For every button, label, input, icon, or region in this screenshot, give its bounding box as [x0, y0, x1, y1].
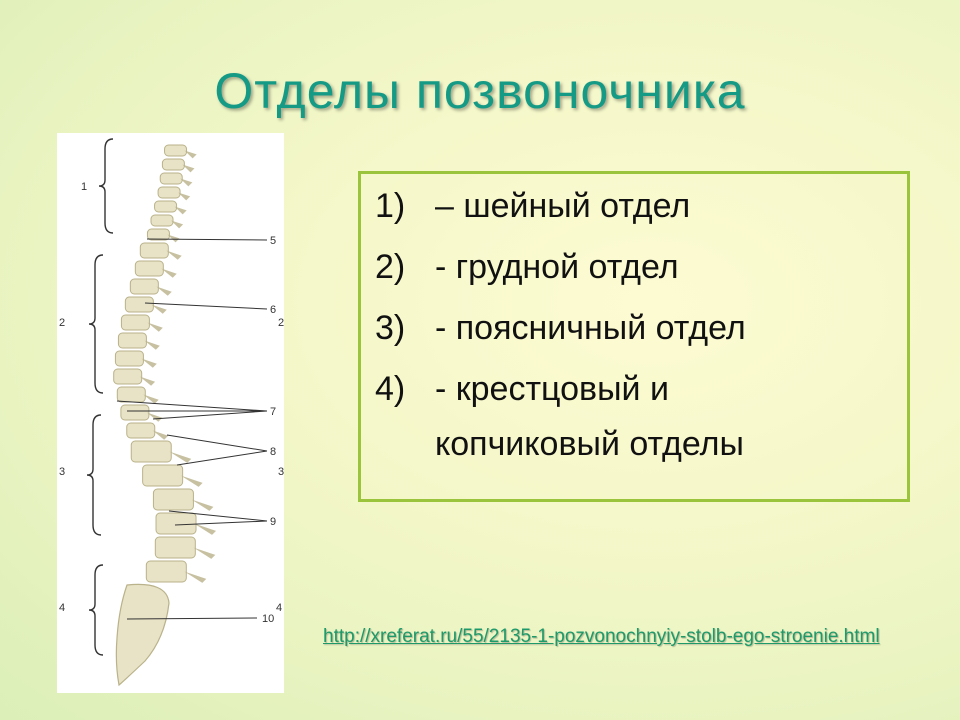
- vertebra: [161, 158, 185, 171]
- vertebra: [124, 296, 154, 313]
- list-number: 4): [375, 370, 406, 408]
- region-brace: [88, 564, 104, 656]
- vertebra: [113, 368, 143, 385]
- spinous-process: [193, 547, 216, 559]
- vertebra: [155, 512, 197, 535]
- list-item: 4) - крестцовый и: [375, 359, 669, 419]
- spine-illustration: 1 2 3 4 5 6 7 8 9 10 2 3 4: [57, 133, 284, 693]
- pointer-line: [126, 617, 258, 620]
- vertebra: [146, 228, 170, 241]
- spinous-process: [191, 499, 214, 511]
- spinous-process: [146, 412, 163, 422]
- pointer-label-6: 6: [270, 304, 276, 316]
- vertebrae-column: [113, 144, 217, 687]
- spinous-process: [166, 250, 182, 260]
- spinous-process: [180, 475, 203, 487]
- list-text: - грудной отдел: [435, 248, 679, 286]
- region-brace: [98, 138, 114, 234]
- pointer-lines: [116, 238, 268, 620]
- pointer-label-9: 9: [270, 516, 276, 528]
- spinous-process: [180, 178, 193, 187]
- list-text-continuation: копчиковый отделы: [435, 425, 744, 463]
- pointer-line: [166, 434, 268, 452]
- pointer-label-8: 8: [270, 446, 276, 458]
- spinous-process: [174, 206, 187, 215]
- pointer-line: [168, 510, 268, 522]
- list-item: 2) - грудной отдел: [375, 237, 679, 297]
- spinous-process: [156, 286, 172, 296]
- spinous-process: [182, 164, 195, 173]
- tick-labels: 1 2 3 4 5 6 7 8 9 10 2 3 4: [59, 181, 284, 625]
- vertebra: [145, 560, 187, 583]
- pointer-line: [152, 410, 268, 420]
- region-label-3: 3: [59, 466, 65, 478]
- vertebra: [154, 536, 196, 559]
- spine-drawing: 1 2 3 4 5 6 7 8 9 10 2 3 4: [59, 138, 284, 687]
- edge-mark-2: 2: [278, 317, 284, 329]
- region-brace: [88, 254, 104, 394]
- spinous-process: [141, 358, 157, 368]
- vertebra: [117, 332, 147, 349]
- vertebra: [142, 464, 184, 487]
- spinous-process: [161, 268, 177, 278]
- spinous-process: [147, 322, 163, 332]
- region-brackets: [86, 138, 114, 656]
- list-text: – шейный отдел: [435, 187, 691, 225]
- list-text: - крестцовый и: [435, 370, 669, 408]
- vertebra: [150, 214, 174, 227]
- spinous-process: [144, 340, 160, 350]
- pointer-line: [176, 450, 268, 466]
- spinous-process: [184, 571, 207, 583]
- pointer-line: [146, 238, 268, 241]
- vertebra: [126, 422, 156, 439]
- spinous-process: [171, 220, 184, 229]
- spinous-process: [167, 234, 180, 243]
- list-number: 3): [375, 309, 406, 347]
- list-text: - поясничный отдел: [435, 309, 746, 347]
- vertebra: [164, 144, 188, 157]
- pointer-label-7: 7: [270, 406, 276, 418]
- list-item: 3) - поясничный отдел: [375, 298, 746, 358]
- spine-sections-list: 1) – шейный отдел 2) - грудной отдел 3) - п…: [358, 171, 910, 502]
- vertebra: [139, 242, 169, 259]
- list-number: 2): [375, 248, 406, 286]
- sacrum: [115, 583, 170, 687]
- vertebra: [116, 386, 146, 403]
- edge-mark-4: 4: [276, 602, 282, 614]
- spinous-process: [178, 192, 191, 201]
- edge-mark-3: 3: [278, 466, 284, 478]
- vertebra: [120, 314, 150, 331]
- spinous-process: [143, 394, 159, 404]
- spinous-process: [152, 430, 169, 440]
- pointer-label-10: 10: [262, 613, 274, 625]
- vertebra: [154, 200, 178, 213]
- pointer-line: [144, 302, 268, 310]
- region-label-1: 1: [81, 181, 87, 193]
- vertebra: [129, 278, 159, 295]
- vertebra: [152, 488, 194, 511]
- slide-title: Отделы позвоночника: [214, 63, 746, 119]
- vertebra: [114, 350, 144, 367]
- region-label-2: 2: [59, 317, 65, 329]
- region-brace: [86, 414, 102, 536]
- vertebra: [159, 172, 183, 185]
- vertebra: [120, 404, 150, 421]
- pointer-label-5: 5: [270, 235, 276, 247]
- list-item: 1) – шейный отдел: [375, 176, 690, 236]
- pointer-line: [174, 520, 268, 526]
- spinous-process: [151, 304, 167, 314]
- region-label-4: 4: [59, 602, 65, 614]
- pointer-line: [116, 400, 268, 412]
- vertebra: [134, 260, 164, 277]
- spinous-process: [184, 150, 197, 159]
- spinous-process: [194, 523, 217, 535]
- vertebra: [157, 186, 181, 199]
- list-number: 1): [375, 187, 406, 225]
- spinous-process: [139, 376, 156, 386]
- vertebra: [130, 440, 172, 463]
- source-link[interactable]: http://xreferat.ru/55/2135-1-pozvonochny…: [323, 626, 880, 647]
- spinous-process: [169, 451, 192, 463]
